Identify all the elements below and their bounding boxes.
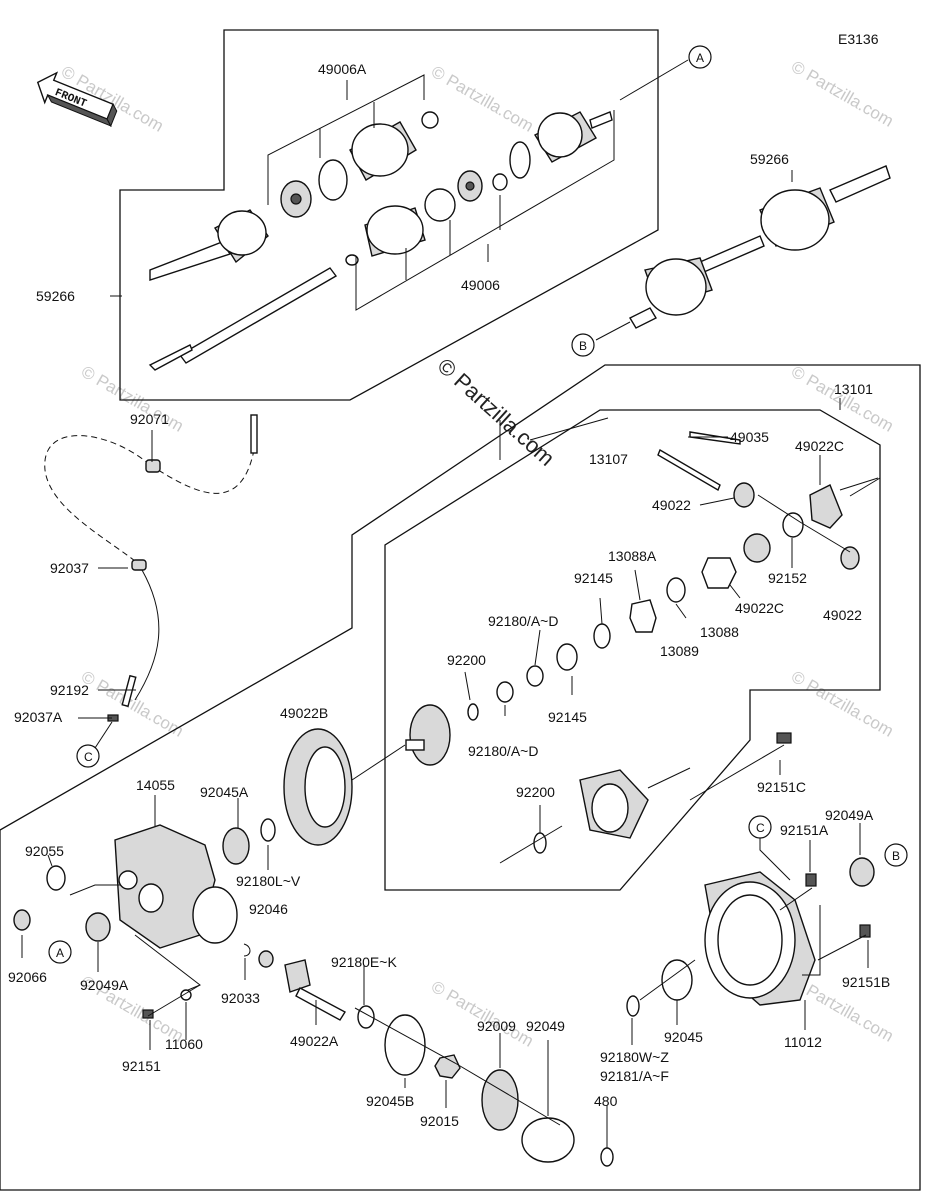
- part-label-92037[interactable]: 92037: [50, 560, 89, 576]
- svg-text:C: C: [756, 821, 765, 835]
- rear-housing: [626, 732, 875, 1017]
- part-label-92037a[interactable]: 92037A: [14, 709, 63, 725]
- part-label-49006A[interactable]: 49006A: [318, 61, 367, 77]
- part-label-92151b[interactable]: 92151B: [842, 974, 890, 990]
- ring-gear: [283, 728, 406, 846]
- part-label-92049a[interactable]: 92049A: [80, 977, 129, 993]
- part-label-11060[interactable]: 11060: [165, 1036, 203, 1052]
- svg-text:C: C: [84, 750, 93, 764]
- part-label-49006[interactable]: 49006: [461, 277, 500, 293]
- part-label-92049a[interactable]: 92049A: [825, 807, 874, 823]
- watermark-text-dark: © Partzilla.com: [433, 353, 560, 471]
- marker-a: A: [688, 45, 712, 69]
- front-arrow-icon: FRONT: [36, 71, 118, 128]
- part-label-49022[interactable]: 49022: [823, 607, 862, 623]
- watermark-text: © Partzilla.com: [428, 977, 537, 1051]
- part-label-59266[interactable]: 59266: [36, 288, 75, 304]
- marker-b: B: [571, 333, 595, 357]
- part-label-92033[interactable]: 92033: [221, 990, 260, 1006]
- marker-b: B: [884, 843, 908, 867]
- right-axle-shaft: [595, 165, 891, 341]
- part-label-49022b[interactable]: 49022B: [280, 705, 328, 721]
- part-label-92049[interactable]: 92049: [526, 1018, 565, 1034]
- svg-text:B: B: [892, 849, 900, 863]
- part-label-92045b[interactable]: 92045B: [366, 1093, 414, 1109]
- marker-a: A: [48, 940, 72, 964]
- part-label-92180-a-d[interactable]: 92180/A~D: [488, 613, 558, 629]
- marker-c: C: [76, 744, 100, 768]
- marker-c: C: [748, 815, 772, 839]
- gear-case-housing: [13, 818, 276, 1019]
- pinion-assembly: [284, 959, 614, 1167]
- part-label-92009[interactable]: 92009: [477, 1018, 516, 1034]
- part-label-92066[interactable]: 92066: [8, 969, 47, 985]
- watermark-text: © Partzilla.com: [428, 62, 537, 136]
- part-label-480[interactable]: 480: [594, 1093, 618, 1109]
- part-label-49022c[interactable]: 49022C: [795, 438, 844, 454]
- part-label-14055[interactable]: 14055: [136, 777, 175, 793]
- part-label-92015[interactable]: 92015: [420, 1113, 459, 1129]
- part-label-92200[interactable]: 92200: [447, 652, 486, 668]
- part-label-92181-a-f[interactable]: 92181/A~F: [600, 1068, 669, 1084]
- part-label-92151c[interactable]: 92151C: [757, 779, 806, 795]
- part-label-13088a[interactable]: 13088A: [608, 548, 657, 564]
- part-label-92151[interactable]: 92151: [122, 1058, 161, 1074]
- part-label-92145[interactable]: 92145: [574, 570, 613, 586]
- part-label-59266[interactable]: 59266: [750, 151, 789, 167]
- svg-text:A: A: [56, 946, 64, 960]
- differential-internals: [405, 420, 881, 864]
- part-label-13088[interactable]: 13088: [700, 624, 739, 640]
- diagram-code: E3136: [838, 31, 879, 47]
- watermark-text: © Partzilla.com: [788, 362, 897, 436]
- breather-hose: [44, 414, 258, 749]
- part-label-92180-l-v[interactable]: 92180L~V: [236, 873, 301, 889]
- part-label-92046[interactable]: 92046: [249, 901, 288, 917]
- part-label-92180-w-z[interactable]: 92180W~Z: [600, 1049, 669, 1065]
- svg-text:A: A: [696, 51, 704, 65]
- part-label-92145[interactable]: 92145: [548, 709, 587, 725]
- part-label-13101[interactable]: 13101: [834, 381, 873, 397]
- part-label-92045[interactable]: 92045: [664, 1029, 703, 1045]
- part-label-49022a[interactable]: 49022A: [290, 1033, 339, 1049]
- axle-assembly-frame: [119, 29, 659, 401]
- part-label-92180-e-k[interactable]: 92180E~K: [331, 954, 397, 970]
- part-label-13107[interactable]: 13107: [589, 451, 628, 467]
- part-label-92071[interactable]: 92071: [130, 411, 169, 427]
- differential-internals-frame: [384, 409, 881, 891]
- part-label-92200[interactable]: 92200: [516, 784, 555, 800]
- left-axle-shaft: [110, 59, 689, 371]
- part-label-92055[interactable]: 92055: [25, 843, 64, 859]
- svg-text:B: B: [579, 339, 587, 353]
- part-labels: 49006A 49006 59266 59266 92071 92037 921…: [8, 61, 890, 1129]
- differential-housing-frame: [0, 364, 921, 1191]
- part-label-92192[interactable]: 92192: [50, 682, 89, 698]
- part-label-92152[interactable]: 92152: [768, 570, 807, 586]
- part-label-92045a[interactable]: 92045A: [200, 784, 249, 800]
- part-label-49022c[interactable]: 49022C: [735, 600, 784, 616]
- part-label-11012[interactable]: 11012: [784, 1034, 822, 1050]
- part-label-13089[interactable]: 13089: [660, 643, 699, 659]
- watermark-text: © Partzilla.com: [788, 57, 897, 131]
- part-label-92151a[interactable]: 92151A: [780, 822, 829, 838]
- part-label-49035[interactable]: 49035: [730, 429, 769, 445]
- part-label-92180-a-d[interactable]: 92180/A~D: [468, 743, 538, 759]
- part-label-49022[interactable]: 49022: [652, 497, 691, 513]
- leader-lines: [21, 398, 869, 1148]
